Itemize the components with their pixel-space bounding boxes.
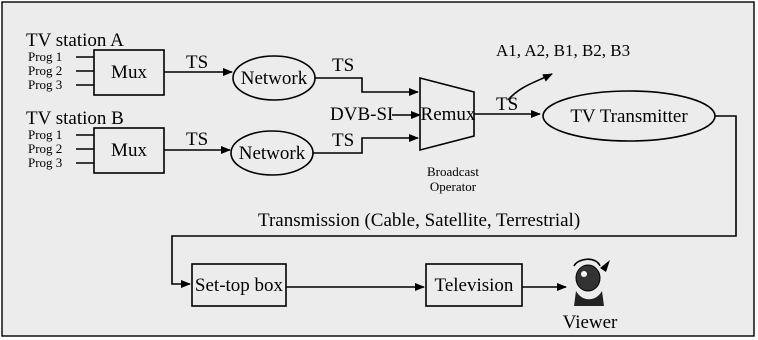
- station-b-ts2-label: TS: [332, 130, 354, 151]
- station-a-ts2-label: TS: [332, 55, 354, 76]
- station-b: TV station B Prog 1 Prog 2 Prog 3 Mux TS…: [26, 108, 419, 176]
- broadcast-operator: DVB-SI Remux Broadcast Operator TS A1, A…: [330, 41, 630, 194]
- services-label: A1, A2, B1, B2, B3: [496, 41, 630, 60]
- operator-label-line-2: Operator: [430, 179, 477, 194]
- viewer-icon: [573, 258, 610, 306]
- station-b-mux-label: Mux: [111, 140, 147, 161]
- transmission-path: [171, 115, 737, 288]
- transmission-label: Transmission (Cable, Satellite, Terrestr…: [258, 210, 580, 231]
- station-b-network-label: Network: [239, 143, 306, 164]
- station-b-prog-2: Prog 2: [28, 141, 62, 156]
- station-a-ts-label: TS: [186, 52, 208, 73]
- remux-trapezoid: [419, 76, 475, 152]
- tv-transmitter-label: TV Transmitter: [570, 106, 688, 127]
- remux-ts-label: TS: [496, 94, 518, 115]
- station-a-network-label: Network: [241, 68, 308, 89]
- station-a-prog-3: Prog 3: [28, 77, 62, 92]
- station-b-prog-1: Prog 1: [28, 127, 62, 142]
- settop-label: Set-top box: [195, 275, 284, 296]
- operator-label-line-1: Broadcast: [427, 164, 479, 179]
- dvb-si-label: DVB-SI: [330, 104, 393, 125]
- station-b-ts-label: TS: [186, 129, 208, 150]
- station-b-prog-3: Prog 3: [28, 155, 62, 170]
- station-a: TV station A Prog 1 Prog 2 Prog 3 Mux TS…: [26, 30, 419, 101]
- services-curved-arrow: [507, 73, 553, 101]
- station-a-mux-label: Mux: [111, 62, 147, 83]
- settop-box: [191, 263, 287, 307]
- station-a-prog-1: Prog 1: [28, 49, 62, 64]
- viewer-label: Viewer: [563, 312, 618, 333]
- television-label: Television: [435, 275, 514, 296]
- station-b-mux-box: [93, 127, 165, 174]
- station-b-title: TV station B: [26, 108, 124, 129]
- television-box: [425, 263, 523, 307]
- station-b-to-remux-arrow: [313, 134, 419, 154]
- station-a-title: TV station A: [26, 30, 124, 51]
- station-a-to-remux-arrow: [315, 77, 419, 96]
- station-a-prog-2: Prog 2: [28, 63, 62, 78]
- remux-label: Remux: [421, 104, 476, 125]
